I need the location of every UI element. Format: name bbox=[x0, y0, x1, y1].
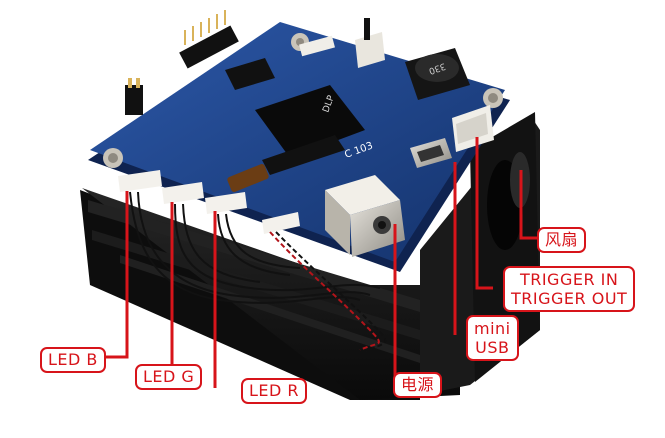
power-jack bbox=[325, 175, 405, 257]
pin-header bbox=[179, 10, 239, 69]
mini-usb-port bbox=[410, 138, 452, 168]
heatsink-housing bbox=[80, 112, 540, 400]
label-trigger: TRIGGER IN TRIGGER OUT bbox=[503, 266, 636, 312]
label-trigger-in: TRIGGER IN bbox=[519, 270, 619, 289]
label-trigger-out: TRIGGER OUT bbox=[511, 289, 628, 308]
label-mini-usb-line2: USB bbox=[475, 338, 510, 357]
tantalum-cap bbox=[227, 163, 269, 193]
label-led-r: LED R bbox=[241, 378, 308, 404]
slide-switch bbox=[355, 18, 385, 68]
label-mini-usb: mini USB bbox=[466, 315, 519, 361]
label-led-g: LED G bbox=[135, 364, 203, 390]
wire-harness bbox=[129, 191, 387, 353]
annotation-lines bbox=[100, 137, 537, 388]
trigger-connector bbox=[452, 105, 494, 152]
top-connector bbox=[299, 35, 335, 57]
label-power: 电源 bbox=[393, 372, 443, 398]
jumper-block bbox=[125, 85, 143, 115]
label-led-b: LED B bbox=[40, 347, 106, 373]
dlp-chip: DLP bbox=[255, 85, 365, 175]
label-mini-usb-line1: mini bbox=[474, 319, 511, 338]
led-connectors bbox=[118, 170, 300, 234]
label-fan: 风扇 bbox=[537, 227, 587, 253]
flash-ic bbox=[225, 58, 275, 90]
inductor: 330 bbox=[405, 48, 470, 100]
